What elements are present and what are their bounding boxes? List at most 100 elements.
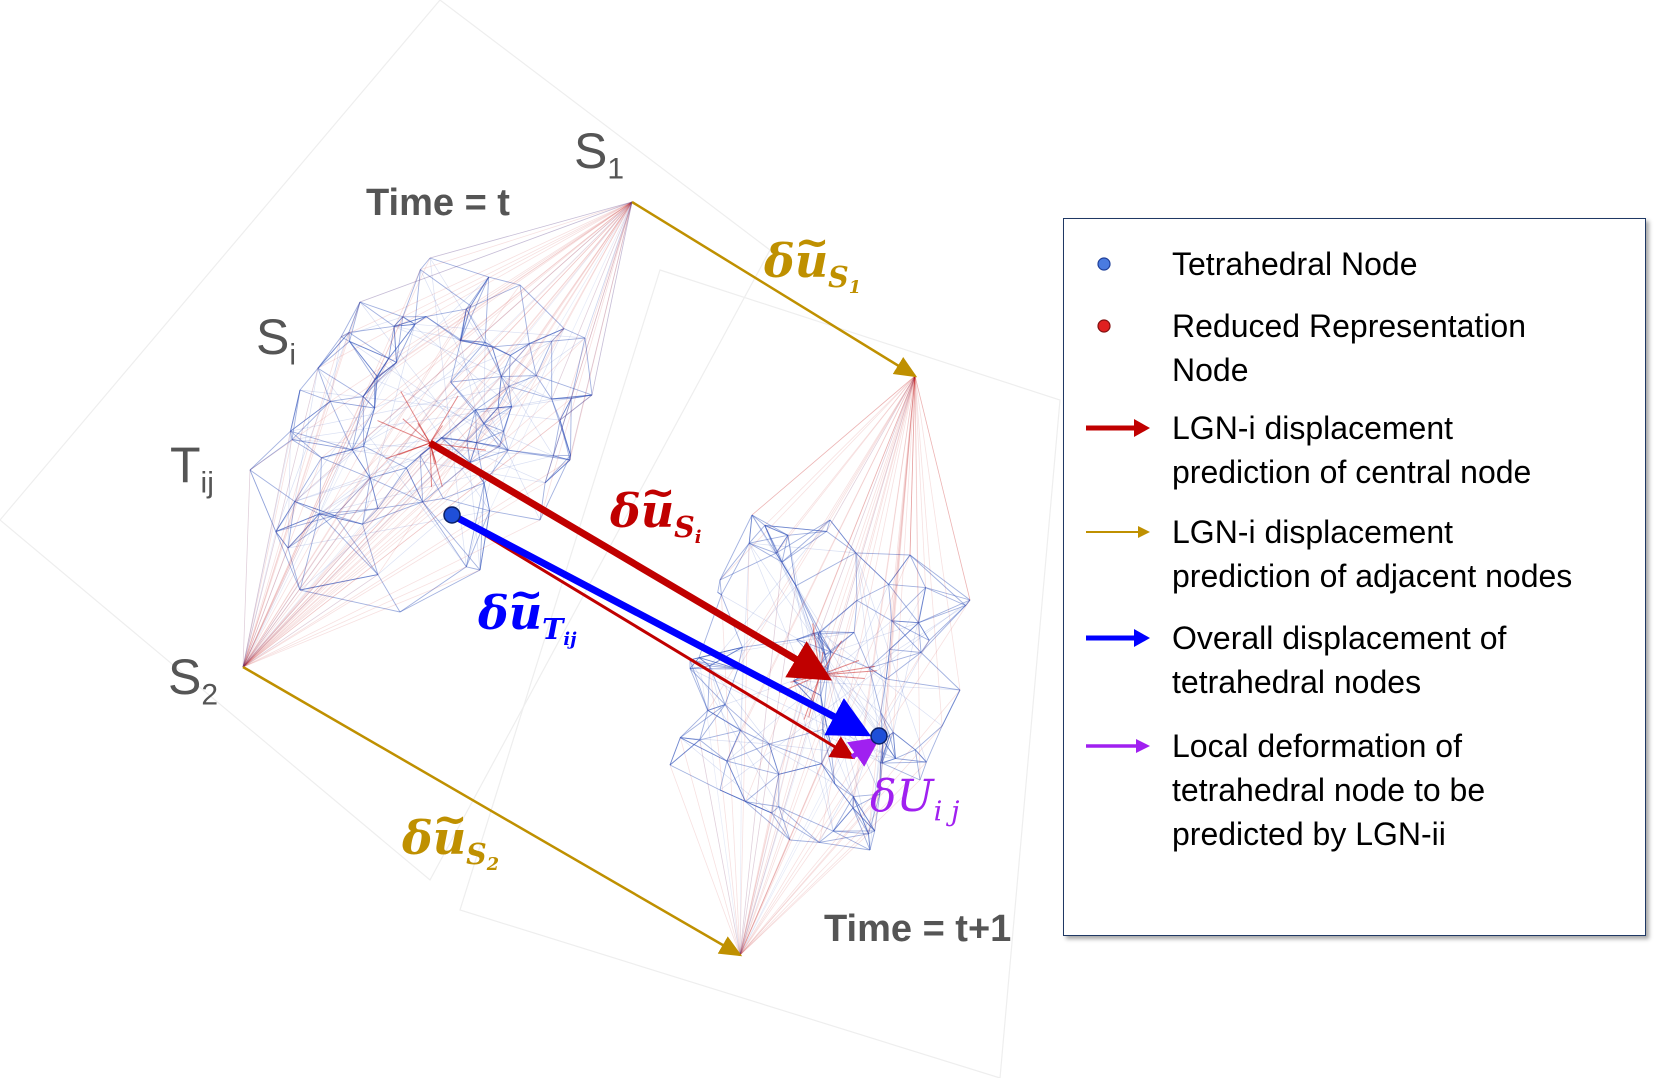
mesh-edge	[422, 501, 467, 568]
mesh-edge	[888, 554, 911, 585]
mesh-edge	[874, 794, 881, 831]
mesh-edge	[891, 620, 922, 653]
mesh-edge	[393, 316, 404, 327]
mesh-edge	[739, 631, 821, 956]
mesh-edge	[466, 440, 477, 444]
mesh-edge	[889, 648, 922, 653]
mesh-edge	[242, 389, 301, 668]
mesh-edge	[420, 269, 471, 307]
mesh-edge	[369, 201, 633, 479]
mesh-edge	[319, 508, 379, 515]
mesh-edge	[287, 513, 320, 549]
mesh-edge	[914, 749, 921, 781]
mesh-edge	[362, 358, 390, 397]
mesh-edge	[726, 375, 916, 762]
mesh-edge	[764, 524, 827, 532]
mesh-edge	[349, 340, 389, 359]
mesh-edge	[778, 806, 791, 841]
mesh-edge	[539, 482, 546, 521]
purple-arrow-icon	[1086, 739, 1150, 753]
mesh-edge	[669, 739, 700, 766]
mesh-edge	[719, 789, 746, 803]
mesh-edge	[406, 437, 443, 469]
mesh-edge	[740, 729, 770, 745]
mesh-edge	[242, 569, 481, 668]
mesh-edge	[242, 358, 390, 668]
mesh-edge	[891, 620, 919, 624]
mesh-edge	[492, 346, 511, 356]
mesh-edge	[497, 376, 502, 408]
mesh-edge	[450, 376, 502, 383]
mesh-edge	[294, 368, 319, 502]
mesh-edge	[881, 740, 884, 764]
mesh-edge	[817, 631, 821, 635]
mesh-edge	[821, 729, 824, 764]
mesh-edge	[749, 542, 856, 554]
mesh-edge	[491, 346, 502, 377]
mesh-edge	[470, 276, 490, 307]
tetrahedral-node-time-t	[443, 506, 461, 524]
mesh-edge	[510, 201, 633, 356]
mesh-edge	[852, 807, 876, 832]
mesh-edge	[689, 665, 710, 669]
mesh-edge	[918, 622, 930, 641]
mesh-edge	[476, 442, 500, 448]
mesh-edge	[885, 649, 891, 680]
mesh-edge	[242, 477, 371, 668]
mesh-edge	[483, 407, 499, 424]
mesh-edge	[450, 381, 476, 411]
mesh-edge	[465, 510, 491, 567]
mesh-edge	[475, 407, 499, 411]
mesh-edge	[362, 396, 375, 409]
mesh-edge	[242, 316, 404, 668]
mesh-edge	[669, 764, 741, 956]
mesh-edge	[475, 406, 512, 411]
mesh-edge	[287, 513, 320, 549]
mesh-edge	[466, 440, 477, 444]
mesh-edge	[417, 422, 431, 444]
mesh-edge	[290, 430, 353, 451]
mesh-edge	[469, 442, 478, 463]
mesh-edge	[351, 449, 371, 479]
mesh-edge	[362, 201, 633, 525]
mesh-edge	[793, 680, 822, 696]
mesh-edge	[497, 406, 512, 409]
mesh-edge	[771, 812, 791, 841]
mesh-edge	[789, 839, 820, 843]
mesh-edge	[796, 631, 821, 641]
mesh-edge	[429, 442, 443, 487]
mesh-edge	[680, 704, 726, 738]
mesh-edge	[317, 332, 350, 369]
mesh-edge	[508, 375, 537, 387]
mesh-edge	[552, 420, 561, 456]
mesh-edge	[422, 501, 481, 571]
mesh-edge	[377, 482, 485, 575]
mesh-edge	[242, 437, 443, 668]
mesh-edge	[707, 375, 916, 711]
mesh-edge	[879, 763, 881, 795]
mesh-edge	[832, 796, 854, 832]
mesh-edge	[376, 358, 390, 377]
mesh-edge	[330, 400, 375, 409]
mesh-edge	[242, 498, 444, 668]
mesh-edge	[818, 830, 834, 843]
mesh-edge	[941, 689, 961, 727]
mesh-edge	[803, 674, 821, 720]
mesh-edge	[460, 339, 493, 348]
mesh-edge	[492, 343, 530, 348]
mesh-edge	[242, 376, 502, 668]
mesh-edge	[868, 794, 881, 834]
mesh-edge	[719, 579, 722, 595]
mesh-edge	[362, 396, 365, 447]
mesh-edge	[881, 762, 921, 781]
mesh-edge	[242, 482, 546, 668]
mesh-edge	[795, 585, 821, 632]
mesh-edge	[778, 375, 916, 775]
mesh-edge	[402, 418, 431, 444]
mesh-edge	[812, 375, 916, 634]
mesh-edge	[925, 725, 943, 763]
mesh-edge	[717, 592, 722, 596]
mesh-edge	[377, 574, 401, 613]
mesh-edge	[584, 337, 593, 396]
mesh-edge	[699, 739, 741, 956]
